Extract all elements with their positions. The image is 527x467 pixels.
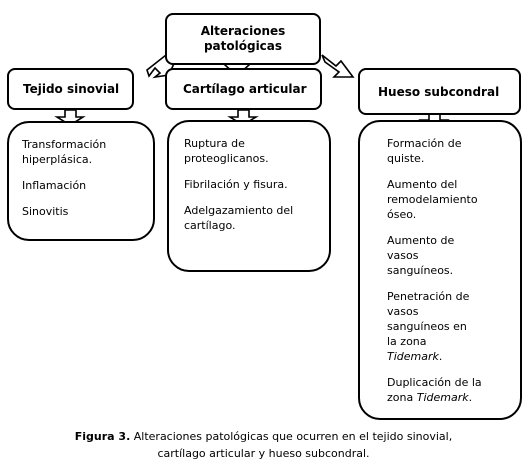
caption-line-2: cartílago articular y hueso subcondral.: [157, 447, 370, 460]
header-sinovial: Tejido sinovial: [7, 68, 134, 110]
cartilago-item: Ruptura de proteoglicanos.: [184, 137, 269, 165]
hueso-item: Penetración de vasos sanguíneos en la zo…: [387, 290, 470, 363]
header-cartilago-label: Cartílago articular: [183, 82, 307, 96]
cartilago-item: Fibrilación y fisura.: [184, 178, 288, 191]
sinovial-item: Sinovitis: [22, 205, 69, 218]
header-hueso: Hueso subcondral: [358, 68, 521, 115]
sinovial-item: Transformación hiperplásica.: [22, 138, 107, 166]
hueso-item: Aumento del remodelamiento óseo.: [387, 178, 478, 221]
top-line-2: patológicas: [203, 39, 283, 53]
content-hueso: Formación de quiste. Aumento del remodel…: [358, 120, 522, 420]
content-cartilago: Ruptura de proteoglicanos. Fibrilación y…: [167, 120, 331, 272]
header-sinovial-label: Tejido sinovial: [23, 82, 120, 96]
header-hueso-label: Hueso subcondral: [378, 84, 500, 99]
top-box: Alteraciones patológicas: [165, 13, 321, 65]
hueso-item: Formación de quiste.: [387, 137, 462, 165]
top-line-1: Alteraciones: [200, 24, 286, 38]
header-cartilago: Cartílago articular: [165, 68, 322, 110]
hueso-item: Duplicación de la zona Tidemark.: [387, 376, 482, 404]
cartilago-item: Adelgazamiento del cartílago.: [184, 204, 294, 232]
sinovial-item: Inflamación: [22, 179, 87, 192]
content-sinovial: Transformación hiperplásica. Inflamación…: [7, 121, 155, 241]
hueso-item: Aumento de vasos sanguíneos.: [387, 234, 455, 277]
figure-caption: Figura 3. Alteraciones patológicas que o…: [0, 428, 527, 462]
caption-line-1: Figura 3. Alteraciones patológicas que o…: [74, 430, 453, 443]
arrow-to-hueso: [321, 54, 355, 78]
